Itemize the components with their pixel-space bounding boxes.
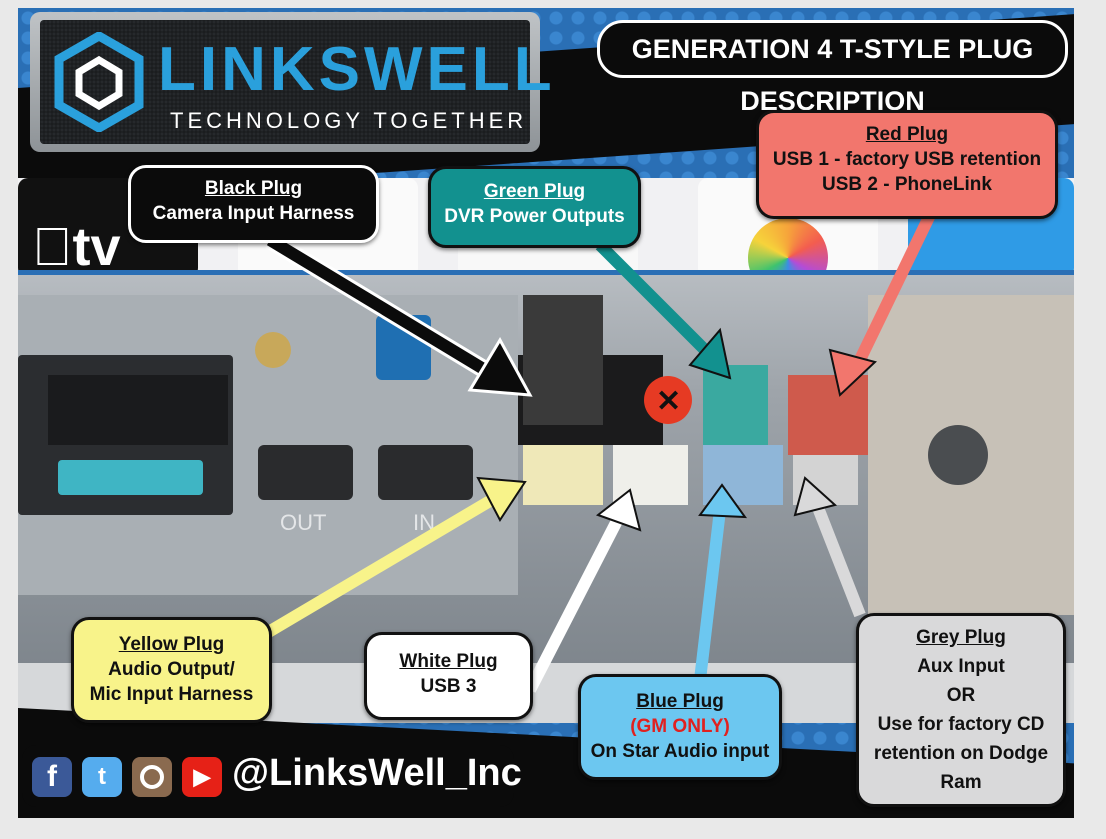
grey-plug-callout: Grey Plug Aux Input OR Use for factory C…	[856, 613, 1066, 807]
logo-tagline: TECHNOLOGY TOGETHER	[170, 108, 528, 133]
red-plug-title: Red Plug	[865, 124, 949, 145]
yellow-arrow-head	[476, 476, 527, 522]
red-arrow	[849, 212, 936, 373]
black-arrow	[266, 234, 509, 388]
blue-plug-note: (GM ONLY)	[630, 716, 730, 737]
logo-panel: LINKSWELL TECHNOLOGY TOGETHER	[40, 20, 552, 144]
hdmi-out-port	[258, 445, 353, 500]
green-plug-title: Green Plug	[483, 181, 586, 202]
green-plug-callout: Green Plug DVR Power Outputs	[428, 166, 641, 248]
logo-wordmark-text: LINKSWELL	[158, 35, 556, 104]
green-arrow	[595, 240, 720, 365]
green-plug-desc: DVR Power Outputs	[444, 206, 625, 227]
hdmi-in-port	[378, 445, 473, 500]
yellow-plug-line2: Mic Input Harness	[89, 684, 254, 705]
youtube-icon[interactable]: ▶	[182, 757, 222, 797]
white-plug-callout: White Plug USB 3	[364, 632, 533, 720]
blue-plug-title: Blue Plug	[636, 691, 724, 712]
black-arrow-head	[467, 336, 533, 397]
grey-plug-line4: retention on Dodge	[873, 743, 1049, 764]
blue-arrow-head	[698, 483, 748, 519]
yellow-arrow	[251, 489, 504, 646]
green-arrow-head	[688, 327, 732, 380]
black-plug-title: Black Plug	[204, 178, 303, 199]
sma-antenna-port	[255, 332, 291, 368]
grey-plug-line2: OR	[946, 685, 976, 706]
in-port-label: IN	[413, 510, 435, 535]
grey-plug-line3: Use for factory CD	[877, 714, 1045, 735]
yellow-plug-callout: Yellow Plug Audio Output/ Mic Input Harn…	[71, 617, 272, 723]
grey-plug-line5: Ram	[940, 772, 982, 793]
black-plug-desc: Camera Input Harness	[152, 203, 355, 224]
instagram-icon[interactable]	[132, 757, 172, 797]
social-bar: f t ▶ @LinksWell_Inc	[22, 745, 522, 807]
red-plug-socket	[788, 375, 868, 455]
black-plug-wires	[523, 295, 603, 425]
logo-wordmark: LINKSWELL	[158, 34, 556, 105]
yellow-plug-line1: Audio Output/	[108, 659, 235, 680]
unused-port-x-mark: ✕	[656, 385, 681, 418]
connector-illustration: OUT IN ✕	[18, 295, 1074, 615]
black-plug-callout: Black Plug Camera Input Harness	[128, 165, 379, 243]
unused-port-x-icon	[644, 376, 692, 424]
white-plug-title: White Plug	[399, 651, 498, 672]
harness-pins	[48, 375, 228, 445]
green-plug-socket	[703, 365, 768, 455]
twitter-icon[interactable]: t	[82, 757, 122, 797]
grey-plug-line1: Aux Input	[917, 656, 1005, 677]
red-plug-line2: USB 2 - PhoneLink	[822, 174, 992, 195]
blue-fuse	[58, 460, 203, 495]
red-arrow-head	[828, 348, 877, 397]
linkswell-logo: LINKSWELL TECHNOLOGY TOGETHER	[30, 12, 552, 152]
blue-plug-callout: Blue Plug (GM ONLY) On Star Audio input	[578, 674, 782, 780]
yellow-plug-socket	[523, 445, 603, 505]
blue-arrow	[694, 509, 726, 681]
linkswell-hexagon-icon	[54, 32, 144, 132]
red-plug-callout: Red Plug USB 1 - factory USB retention U…	[756, 110, 1058, 219]
white-plug-desc: USB 3	[420, 676, 477, 697]
grey-arrow	[809, 497, 866, 618]
grey-plug-title: Grey Plug	[916, 627, 1006, 648]
grey-arrow-head	[793, 476, 838, 517]
white-arrow	[524, 512, 626, 693]
out-port-label: OUT	[280, 510, 326, 535]
blue-plug-desc: On Star Audio input	[590, 741, 770, 762]
facebook-icon[interactable]: f	[32, 757, 72, 797]
white-arrow-head	[595, 488, 642, 532]
red-plug-line1: USB 1 - factory USB retention	[772, 149, 1042, 170]
mounting-hole	[928, 425, 988, 485]
radio-back-photo: OUT IN ✕	[18, 270, 1074, 670]
yellow-plug-title: Yellow Plug	[118, 634, 225, 655]
social-handle[interactable]: @LinksWell_Inc	[232, 752, 522, 794]
